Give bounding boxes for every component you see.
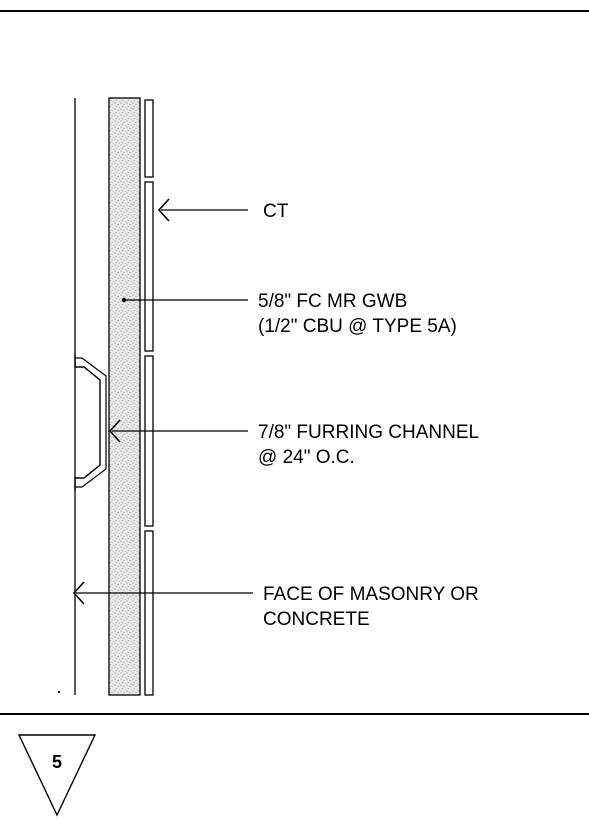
stray-dot [57,690,61,694]
arrowhead [72,581,85,605]
callout-channel-line2: @ 24" O.C. [258,447,355,468]
callout-masonry-line1: FACE OF MASONRY OR [263,584,479,605]
callout-masonry-line2: CONCRETE [263,609,370,630]
detail-tag: 5 [17,734,97,817]
callout-masonry: FACE OF MASONRY OR CONCRETE [72,581,479,630]
callout-channel: 7/8" FURRING CHANNEL @ 24" O.C. [108,419,479,468]
callout-board: 5/8" FC MR GWB (1/2" CBU @ TYPE 5A) [121,291,457,337]
callout-ct: CT [157,198,289,222]
arrowhead [108,419,121,443]
callout-channel-line1: 7/8" FURRING CHANNEL [258,422,479,443]
tile-piece [144,530,154,696]
furring-channel-inner [75,357,107,488]
detail-tag-number: 5 [52,752,62,772]
tile-piece [144,181,154,352]
callout-board-line1: 5/8" FC MR GWB [258,291,407,312]
furring-channel-profile [74,354,101,491]
gwb-board-layer [108,97,141,696]
callout-ct-label: CT [263,201,289,222]
leader-dot [121,297,127,303]
arrowhead [157,198,170,222]
detail-tag-triangle [17,734,97,817]
tile-piece [144,99,154,178]
tile-pieces [144,99,154,696]
tile-piece [144,355,154,527]
callout-board-line2: (1/2" CBU @ TYPE 5A) [258,316,457,337]
